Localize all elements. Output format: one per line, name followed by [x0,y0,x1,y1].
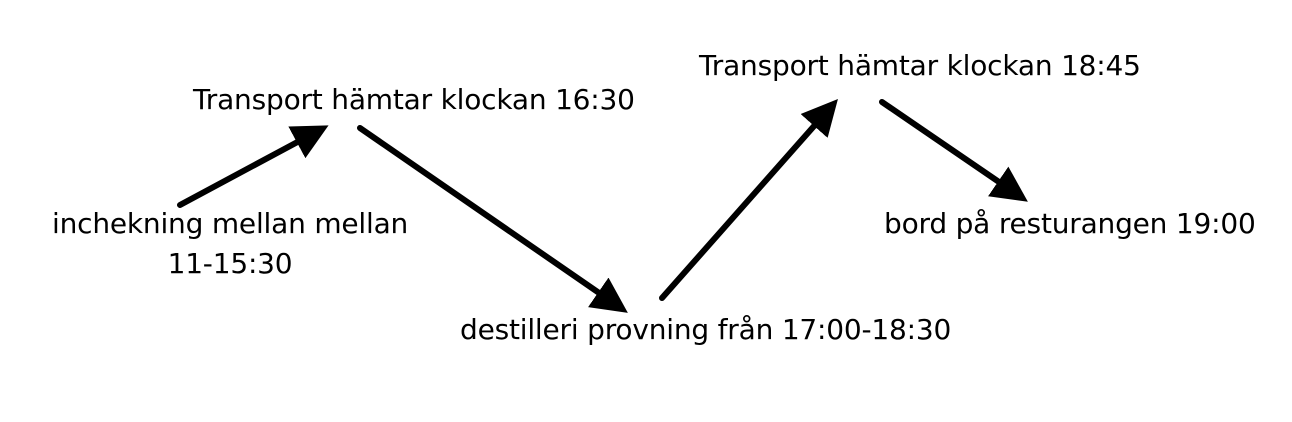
arrow-transport1-to-distillery [357,125,628,313]
step-restaurant: bord på resturangen 19:00 [884,207,1256,240]
step-checkin-line1: inchekning mellan mellan [52,207,409,240]
step-transport-1: Transport hämtar klockan 16:30 [193,83,635,116]
step-transport-2: Transport hämtar klockan 18:45 [699,49,1141,82]
arrow-distillery-to-transport2 [659,99,838,301]
step-distillery: destilleri provning från 17:00-18:30 [460,313,952,346]
arrow-transport2-to-restaurant [879,99,1028,202]
step-checkin: inchekning mellan mellan 11-15:30 [52,204,408,284]
arrow-checkin-to-transport1 [177,125,329,208]
step-checkin-line2: 11-15:30 [167,247,293,280]
